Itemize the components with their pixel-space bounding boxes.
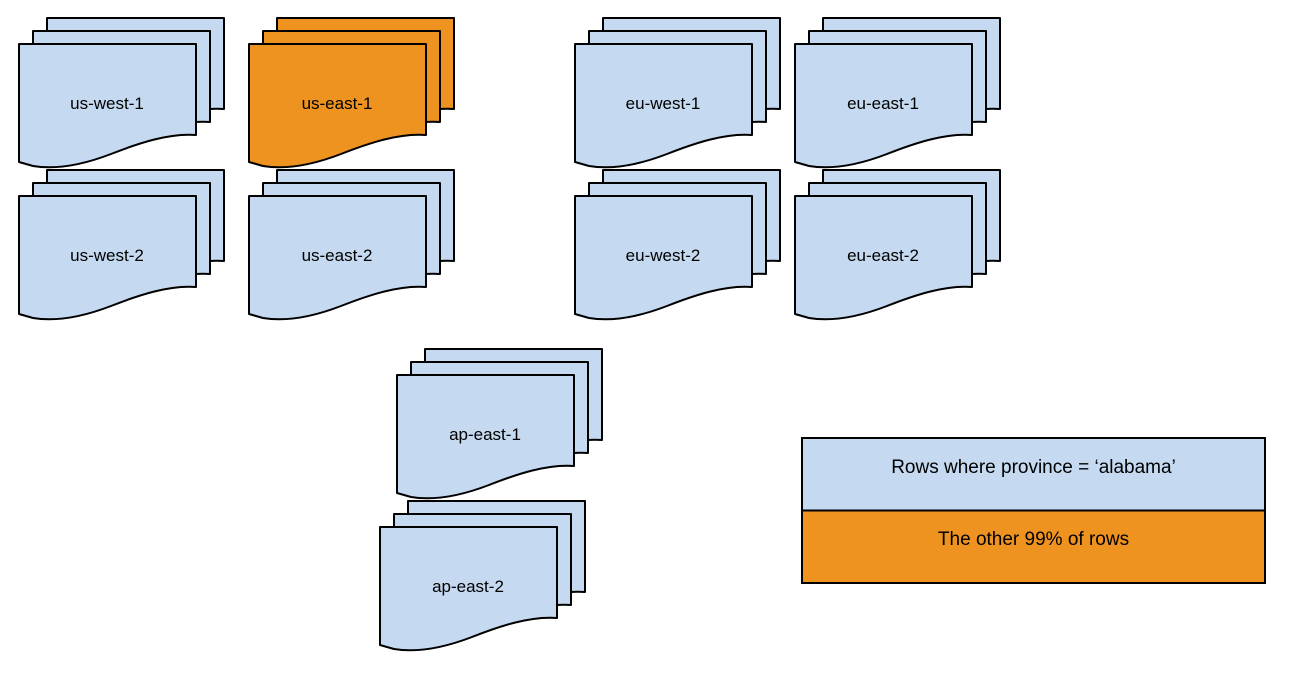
document-page xyxy=(794,195,973,321)
document-page xyxy=(18,43,197,169)
document-page xyxy=(794,43,973,169)
document-page xyxy=(18,195,197,321)
legend-blue-label: Rows where province = ‘alabama’ xyxy=(891,457,1176,478)
document-stack-eu-west-2[interactable] xyxy=(574,169,781,321)
document-stack-us-west-2[interactable] xyxy=(18,169,225,321)
document-stack-us-west-1[interactable] xyxy=(18,17,225,169)
legend-group xyxy=(801,437,1266,584)
document-stack-ap-east-2[interactable] xyxy=(379,500,586,652)
document-page xyxy=(574,195,753,321)
document-page xyxy=(379,526,558,652)
document-stack-eu-east-1[interactable] xyxy=(794,17,1001,169)
document-page xyxy=(248,195,427,321)
document-stack-ap-east-1[interactable] xyxy=(396,348,603,500)
document-stack-us-east-2[interactable] xyxy=(248,169,455,321)
document-page xyxy=(248,43,427,169)
document-stack-us-east-1[interactable] xyxy=(248,17,455,169)
legend-orange-label: The other 99% of rows xyxy=(937,529,1130,550)
document-page xyxy=(574,43,753,169)
document-stack-eu-east-2[interactable] xyxy=(794,169,1001,321)
legend-orange-swatch xyxy=(801,509,1266,584)
document-page xyxy=(396,374,575,500)
legend-blue-swatch xyxy=(801,437,1266,512)
document-stack-eu-west-1[interactable] xyxy=(574,17,781,169)
